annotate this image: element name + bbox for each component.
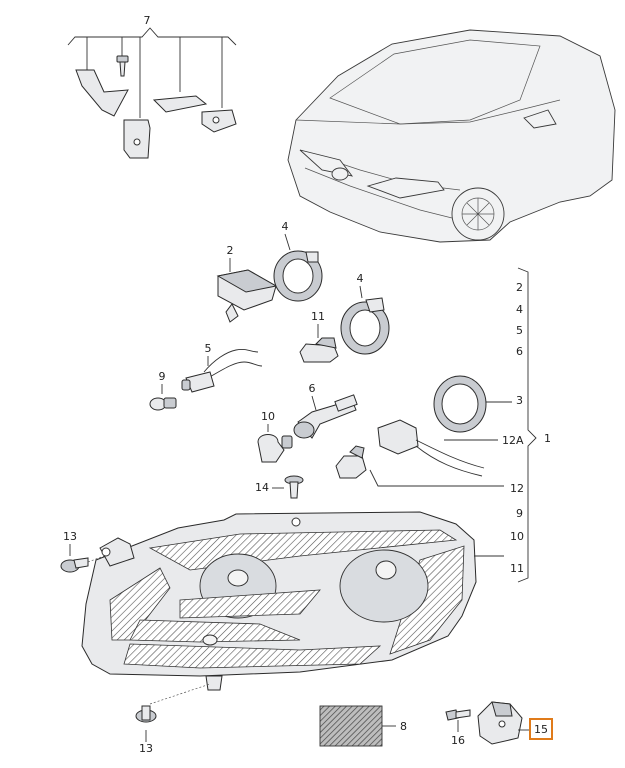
callout-4-lower[interactable]: 4 — [357, 272, 364, 285]
callout-6[interactable]: 6 — [309, 382, 316, 395]
part-6-bulb[interactable]: 6 — [293, 382, 358, 439]
part-8-pad[interactable]: 8 — [319, 705, 407, 747]
callout-16[interactable]: 16 — [451, 734, 465, 747]
part-11-bulb[interactable]: 11 — [299, 310, 339, 363]
callout-4-upper[interactable]: 4 — [282, 220, 289, 233]
right-list-item-9[interactable]: 11 — [510, 562, 524, 575]
part-10-bulb[interactable]: 10 — [257, 410, 293, 463]
part-12-bulb[interactable] — [335, 445, 504, 487]
right-list-item-0[interactable]: 2 — [516, 281, 523, 294]
callout-5[interactable]: 5 — [205, 342, 212, 355]
callout-15[interactable]: 15 — [534, 723, 548, 736]
callout-13-upper[interactable]: 13 — [63, 530, 77, 543]
callout-13-lower[interactable]: 13 — [139, 742, 153, 755]
part-13-screw-upper[interactable]: 13 — [60, 530, 105, 573]
part-14-screw[interactable]: 14 — [255, 475, 304, 499]
part-9-small-bulb[interactable]: 9 — [149, 370, 177, 411]
right-list-item-2[interactable]: 5 — [516, 324, 523, 337]
right-list-item-7[interactable]: 9 — [516, 507, 523, 520]
right-list-group-label[interactable]: 1 — [544, 432, 551, 445]
right-list-item-6[interactable]: 12 — [510, 482, 524, 495]
bracket-plate[interactable] — [152, 95, 208, 113]
callout-2[interactable]: 2 — [227, 244, 234, 257]
callout-7[interactable]: 7 — [144, 14, 151, 27]
right-list-item-8[interactable]: 10 — [510, 530, 524, 543]
callout-8[interactable]: 8 — [400, 720, 407, 733]
bracket-set-group: 7 — [67, 14, 237, 159]
part-12a-harness[interactable] — [377, 419, 498, 477]
part-5-wiring-socket[interactable]: 5 — [181, 342, 263, 393]
part-4-cover-lower[interactable]: 4 — [340, 272, 390, 355]
right-list-item-1[interactable]: 4 — [516, 303, 523, 316]
callout-14[interactable]: 14 — [255, 481, 269, 494]
callout-9[interactable]: 9 — [159, 370, 166, 383]
right-list-item-5[interactable]: 12A — [502, 434, 524, 447]
callout-10[interactable]: 10 — [261, 410, 275, 423]
right-list-item-3[interactable]: 6 — [516, 345, 523, 358]
part-4-cover-upper[interactable]: 4 — [273, 220, 323, 302]
callout-11[interactable]: 11 — [311, 310, 325, 323]
right-parts-list: 1 2 4 5 6 3 12A 12 9 10 11 — [502, 267, 551, 583]
right-list-item-4[interactable]: 3 — [516, 394, 523, 407]
car-illustration — [287, 29, 616, 243]
bracket-clip[interactable] — [75, 69, 129, 117]
part-16-screw[interactable]: 16 — [445, 709, 471, 747]
headlight-housing[interactable] — [81, 511, 504, 691]
part-15-repair-bracket[interactable]: 15 — [477, 701, 553, 745]
part-2-level-motor[interactable]: 2 — [216, 244, 278, 323]
bracket-screw[interactable] — [116, 55, 129, 77]
part-3-ring-cover[interactable] — [433, 375, 512, 433]
callout-15-highlight-box[interactable] — [529, 718, 553, 740]
part-13-screw-lower[interactable]: 13 — [135, 683, 211, 755]
